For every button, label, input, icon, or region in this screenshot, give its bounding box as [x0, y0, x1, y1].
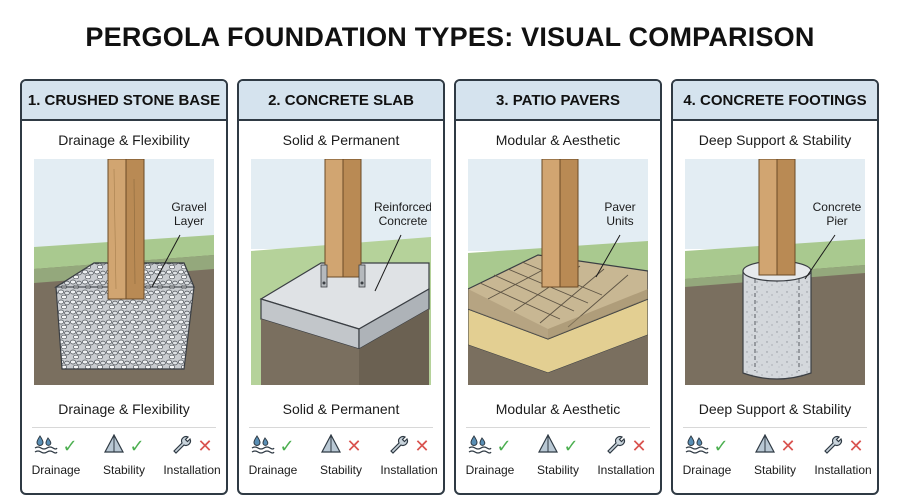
status-good-icon: ✓: [713, 436, 729, 456]
pyramid-icon: [537, 433, 559, 459]
annotation-label: Concrete: [379, 214, 428, 228]
annotation-label: Gravel: [171, 200, 206, 214]
status-good-icon: ✓: [62, 436, 78, 456]
annotation-label: Concrete: [813, 200, 862, 214]
rating-stability: ✓ Stability: [525, 433, 591, 477]
wrench-icon: [388, 434, 410, 459]
water-drops-icon: [468, 434, 493, 459]
page-title: PERGOLA FOUNDATION TYPES: VISUAL COMPARI…: [85, 22, 815, 52]
pyramid-icon: [320, 433, 342, 459]
panel-header: 1. CRUSHED STONE BASE: [22, 81, 226, 121]
panel-header: 4. CONCRETE FOOTINGS: [673, 81, 877, 121]
status-bad-icon: ✕: [780, 436, 796, 456]
status-bad-icon: ✕: [848, 436, 864, 456]
rating-label: Drainage: [682, 463, 732, 477]
rating-stability: ✕ Stability: [308, 433, 374, 477]
water-drops-icon: [34, 434, 59, 459]
status-good-icon: ✓: [496, 436, 512, 456]
status-good-icon: ✓: [279, 436, 295, 456]
panel-concrete-footings: 4. CONCRETE FOOTINGS Deep Support & Stab…: [671, 79, 879, 495]
rating-drainage: ✓ Drainage: [23, 433, 89, 477]
rating-label: Drainage: [31, 463, 81, 477]
rating-label: Drainage: [465, 463, 515, 477]
rating-row: ✓ Drainage ✕ Stability ✕ Installation: [673, 433, 877, 477]
rating-stability: ✓ Stability: [91, 433, 157, 477]
concrete-slab-illustration: Reinforced Concrete: [251, 159, 431, 385]
rating-label: Stability: [753, 463, 797, 477]
rating-label: Installation: [597, 463, 655, 477]
annotation-label: Units: [606, 214, 633, 228]
panel-patio-pavers: 3. PATIO PAVERS Modular & Aesthetic: [454, 79, 662, 495]
rating-drainage: ✓ Drainage: [457, 433, 523, 477]
rating-installation: ✕ Installation: [159, 433, 225, 477]
crushed-stone-illustration: Gravel Layer: [34, 159, 214, 385]
rating-label: Drainage: [248, 463, 298, 477]
rating-installation: ✕ Installation: [376, 433, 442, 477]
divider: [683, 427, 867, 428]
divider: [466, 427, 650, 428]
annotation-label: Pier: [826, 214, 847, 228]
pyramid-icon: [103, 433, 125, 459]
panel-header: 2. CONCRETE SLAB: [239, 81, 443, 121]
panel-concrete-slab: 2. CONCRETE SLAB Solid & Permanent Reinf…: [237, 79, 445, 495]
panel-subtitle: Solid & Permanent: [282, 132, 400, 148]
panel-crushed-stone-base: 1. CRUSHED STONE BASE Drainage & Flexibi…: [20, 79, 228, 495]
divider: [249, 427, 433, 428]
concrete-footings-illustration: Concrete Pier: [685, 159, 865, 385]
status-bad-icon: ✕: [414, 436, 430, 456]
water-drops-icon: [251, 434, 276, 459]
status-bad-icon: ✕: [346, 436, 362, 456]
wrench-icon: [822, 434, 844, 459]
wrench-icon: [171, 434, 193, 459]
rating-installation: ✕ Installation: [810, 433, 876, 477]
rating-label: Stability: [102, 463, 146, 477]
annotation-label: Paver: [604, 200, 635, 214]
wrench-icon: [605, 434, 627, 459]
pyramid-icon: [754, 433, 776, 459]
status-bad-icon: ✕: [631, 436, 647, 456]
rating-label: Installation: [163, 463, 221, 477]
rating-row: ✓ Drainage ✓ Stability ✕ Installation: [456, 433, 660, 477]
rating-row: ✓ Drainage ✓ Stability ✕ Installation: [22, 433, 226, 477]
rating-drainage: ✓ Drainage: [240, 433, 306, 477]
panel-subtitle: Deep Support & Stability: [698, 132, 852, 148]
rating-drainage: ✓ Drainage: [674, 433, 740, 477]
rating-stability: ✕ Stability: [742, 433, 808, 477]
water-drops-icon: [685, 434, 710, 459]
rating-label: Stability: [536, 463, 580, 477]
status-bad-icon: ✕: [197, 436, 213, 456]
panel-subtitle: Drainage & Flexibility: [58, 132, 190, 148]
panel-caption: Modular & Aesthetic: [495, 401, 621, 417]
rating-label: Installation: [380, 463, 438, 477]
patio-pavers-illustration: Paver Units: [468, 159, 648, 385]
panel-subtitle: Modular & Aesthetic: [495, 132, 621, 148]
panel-header: 3. PATIO PAVERS: [456, 81, 660, 121]
rating-label: Stability: [319, 463, 363, 477]
panel-caption: Deep Support & Stability: [698, 401, 852, 417]
panel-caption: Drainage & Flexibility: [58, 401, 190, 417]
rating-row: ✓ Drainage ✕ Stability ✕ Installation: [239, 433, 443, 477]
annotation-label: Reinforced: [374, 200, 431, 214]
status-good-icon: ✓: [129, 436, 145, 456]
panel-caption: Solid & Permanent: [282, 401, 400, 417]
divider: [32, 427, 216, 428]
status-good-icon: ✓: [563, 436, 579, 456]
rating-installation: ✕ Installation: [593, 433, 659, 477]
annotation-label: Layer: [174, 214, 204, 228]
rating-label: Installation: [814, 463, 872, 477]
